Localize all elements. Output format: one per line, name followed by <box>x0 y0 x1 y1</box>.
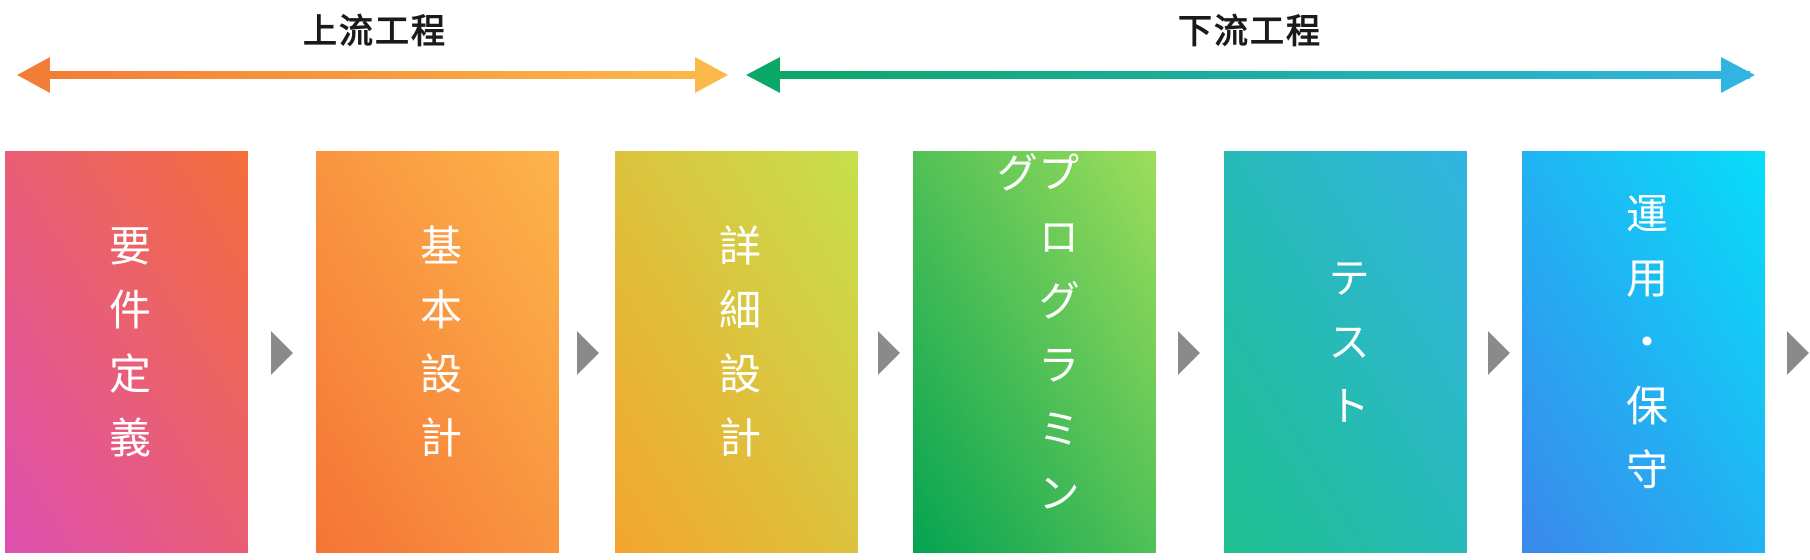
upstream-phase-label: 上流工程 <box>303 12 447 52</box>
step-test: テスト <box>1224 151 1467 553</box>
step-label: テスト <box>1321 256 1371 448</box>
step-label: 要件定義 <box>102 224 152 480</box>
chevron-right-icon <box>1787 331 1809 375</box>
step-label: 基本設計 <box>413 224 463 480</box>
step-label: 運用・保守 <box>1619 192 1669 512</box>
chevron-right-icon <box>577 331 599 375</box>
upstream-double-arrow <box>17 57 728 93</box>
phase-arrows <box>17 57 1755 93</box>
chevron-right-icon <box>878 331 900 375</box>
step-label: プログラミング <box>989 151 1081 535</box>
step-basic-design: 基本設計 <box>316 151 559 553</box>
step-programming: プログラミング <box>913 151 1156 553</box>
step-operation-maintenance: 運用・保守 <box>1522 151 1765 553</box>
step-detailed-design: 詳細設計 <box>615 151 858 553</box>
step-requirements: 要件定義 <box>5 151 248 553</box>
downstream-double-arrow <box>746 57 1755 93</box>
chevron-right-icon <box>271 331 293 375</box>
step-label: 詳細設計 <box>712 224 762 480</box>
chevron-right-icon <box>1178 331 1200 375</box>
chevron-right-icon <box>1488 331 1510 375</box>
downstream-phase-label: 下流工程 <box>1178 12 1322 52</box>
